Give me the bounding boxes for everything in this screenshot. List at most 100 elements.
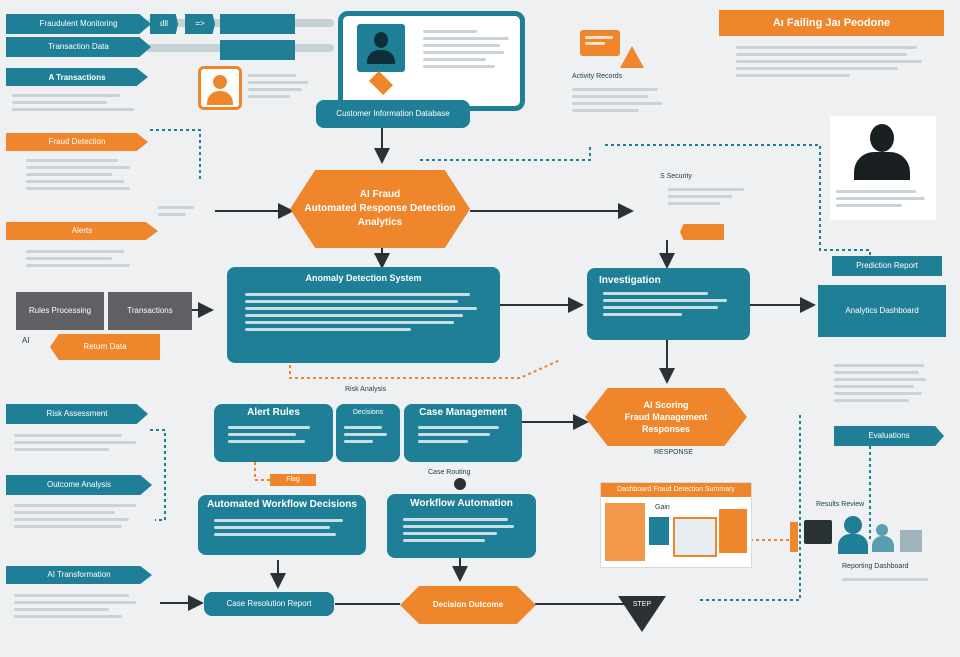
page-title: Aı Failing Jaı Peodone — [719, 10, 944, 36]
automated-workflow-panel[interactable]: Automated Workflow Decisions — [198, 495, 366, 555]
top-chip-1 — [220, 14, 295, 34]
ai-transformation-tab[interactable]: AI Transformation — [6, 566, 152, 584]
scoring-line-2: Fraud Management — [624, 412, 708, 422]
left-list-3 — [26, 246, 141, 271]
decision-outcome[interactable]: Decision Outcome — [400, 586, 536, 624]
anomaly-detection-title: Anomaly Detection System — [305, 273, 422, 283]
rules-processing-box[interactable]: Rules Processing — [16, 292, 104, 330]
risk-assessment-tab[interactable]: Risk Assessment — [6, 404, 148, 424]
evaluations-label: Evaluations — [868, 431, 910, 440]
dashboard-bar-icon — [649, 517, 669, 545]
text-line — [26, 166, 130, 169]
anomaly-detection-panel[interactable]: Anomaly Detection System — [227, 267, 500, 363]
agent-body-icon — [854, 152, 910, 180]
text-line — [603, 299, 728, 302]
customer-info-database[interactable]: Customer Information Database — [316, 100, 470, 128]
case-resolution-report[interactable]: Case Resolution Report — [204, 592, 334, 616]
text-line — [668, 195, 732, 198]
text-line — [423, 44, 500, 47]
text-line — [14, 608, 109, 611]
text-line — [158, 213, 186, 216]
text-line — [245, 314, 464, 317]
hub-line-3: Analytics — [357, 217, 403, 228]
dashboard-card[interactable]: Dashboard Fraud Detection Summary Gain — [600, 482, 752, 568]
decisions-title: Decisions — [352, 409, 384, 416]
fraud-detection-label: Fraud Detection — [48, 137, 106, 146]
automated-workflow-lines — [198, 519, 366, 536]
alerts-tab[interactable]: Alerts — [6, 222, 158, 240]
left-row-2[interactable]: Transaction Data — [6, 37, 151, 57]
evaluations-tab[interactable]: Evaluations — [834, 426, 944, 446]
text-line — [245, 328, 411, 331]
outcome-analysis-tab[interactable]: Outcome Analysis — [6, 475, 152, 495]
left-list-4 — [14, 430, 149, 455]
text-line — [834, 385, 914, 388]
ai-transformation-label: AI Transformation — [47, 570, 111, 579]
text-line — [248, 74, 296, 77]
anomaly-detection-lines — [227, 293, 500, 331]
left-list-2 — [26, 155, 141, 194]
customer-profile-card[interactable] — [338, 11, 525, 111]
workflow-automation-panel[interactable]: Workflow Automation — [387, 494, 536, 558]
team-text — [842, 574, 937, 585]
security-text — [668, 184, 748, 209]
return-data-arrow[interactable]: Return Data — [50, 334, 160, 360]
text-line — [668, 188, 744, 191]
text-line — [248, 81, 308, 84]
text-line — [14, 434, 122, 437]
text-line — [403, 539, 485, 542]
text-line — [14, 525, 122, 528]
text-line — [423, 51, 504, 54]
analytics-dashboard-box[interactable]: Analytics Dashboard — [818, 285, 946, 337]
case-management-panel[interactable]: Case Management — [404, 404, 522, 462]
decisions-panel[interactable]: Decisions — [336, 404, 400, 462]
risk-assessment-label: Risk Assessment — [46, 409, 108, 418]
ai-scoring-hub[interactable]: AI Scoring Fraud Management Responses — [585, 388, 747, 446]
text-line — [14, 441, 136, 444]
customer-details — [248, 70, 308, 102]
header-description — [736, 42, 926, 81]
investigation-panel[interactable]: Investigation — [587, 268, 750, 340]
decision-funnel-icon — [618, 596, 666, 632]
text-line — [26, 250, 124, 253]
text-line — [214, 526, 330, 529]
text-line — [572, 95, 648, 98]
decision-outcome-label: Decision Outcome — [432, 600, 504, 609]
left-row-2-label: Transaction Data — [48, 42, 109, 51]
automated-workflow-title: Automated Workflow Decisions — [207, 499, 357, 510]
activity-text — [572, 84, 667, 116]
alert-rules-title: Alert Rules — [247, 407, 300, 418]
results-review-caption: Results Review — [816, 501, 865, 508]
text-line — [26, 173, 113, 176]
text-line — [403, 532, 497, 535]
text-line — [12, 101, 107, 104]
left-row-1[interactable]: Fraudulent Monitoring — [6, 14, 151, 34]
investigation-lines — [587, 292, 750, 316]
warning-icon — [620, 46, 644, 68]
back-arrow-icon — [680, 224, 724, 240]
left-tag-2: => — [185, 14, 215, 34]
text-line — [736, 60, 923, 63]
node-dot-icon — [454, 478, 466, 490]
flag-tag: Flag — [270, 474, 316, 486]
transactions-box[interactable]: Transactions — [108, 292, 192, 330]
agent-text — [836, 186, 930, 211]
text-line — [736, 46, 917, 49]
risk-analysis-caption: Risk Analysis — [345, 386, 387, 393]
fraud-detection-tab[interactable]: Fraud Detection — [6, 133, 148, 151]
alert-rules-panel[interactable]: Alert Rules — [214, 404, 333, 462]
flag-tag-label: Flag — [286, 476, 300, 483]
ai-fraud-hub[interactable]: AI Fraud Automated Response Detection An… — [290, 170, 470, 248]
case-management-title: Case Management — [419, 407, 507, 418]
investigation-team-card[interactable] — [830, 116, 936, 220]
text-line — [834, 378, 926, 381]
text-line — [403, 525, 515, 528]
text-line — [26, 159, 118, 162]
text-line — [834, 371, 919, 374]
investigation-title: Investigation — [599, 275, 661, 286]
ai-small-label: AI — [22, 336, 30, 345]
left-row-1-label: Fraudulent Monitoring — [39, 19, 118, 28]
text-line — [14, 594, 129, 597]
prediction-report-tab[interactable]: Prediction Report — [832, 256, 942, 276]
text-line — [26, 187, 130, 190]
